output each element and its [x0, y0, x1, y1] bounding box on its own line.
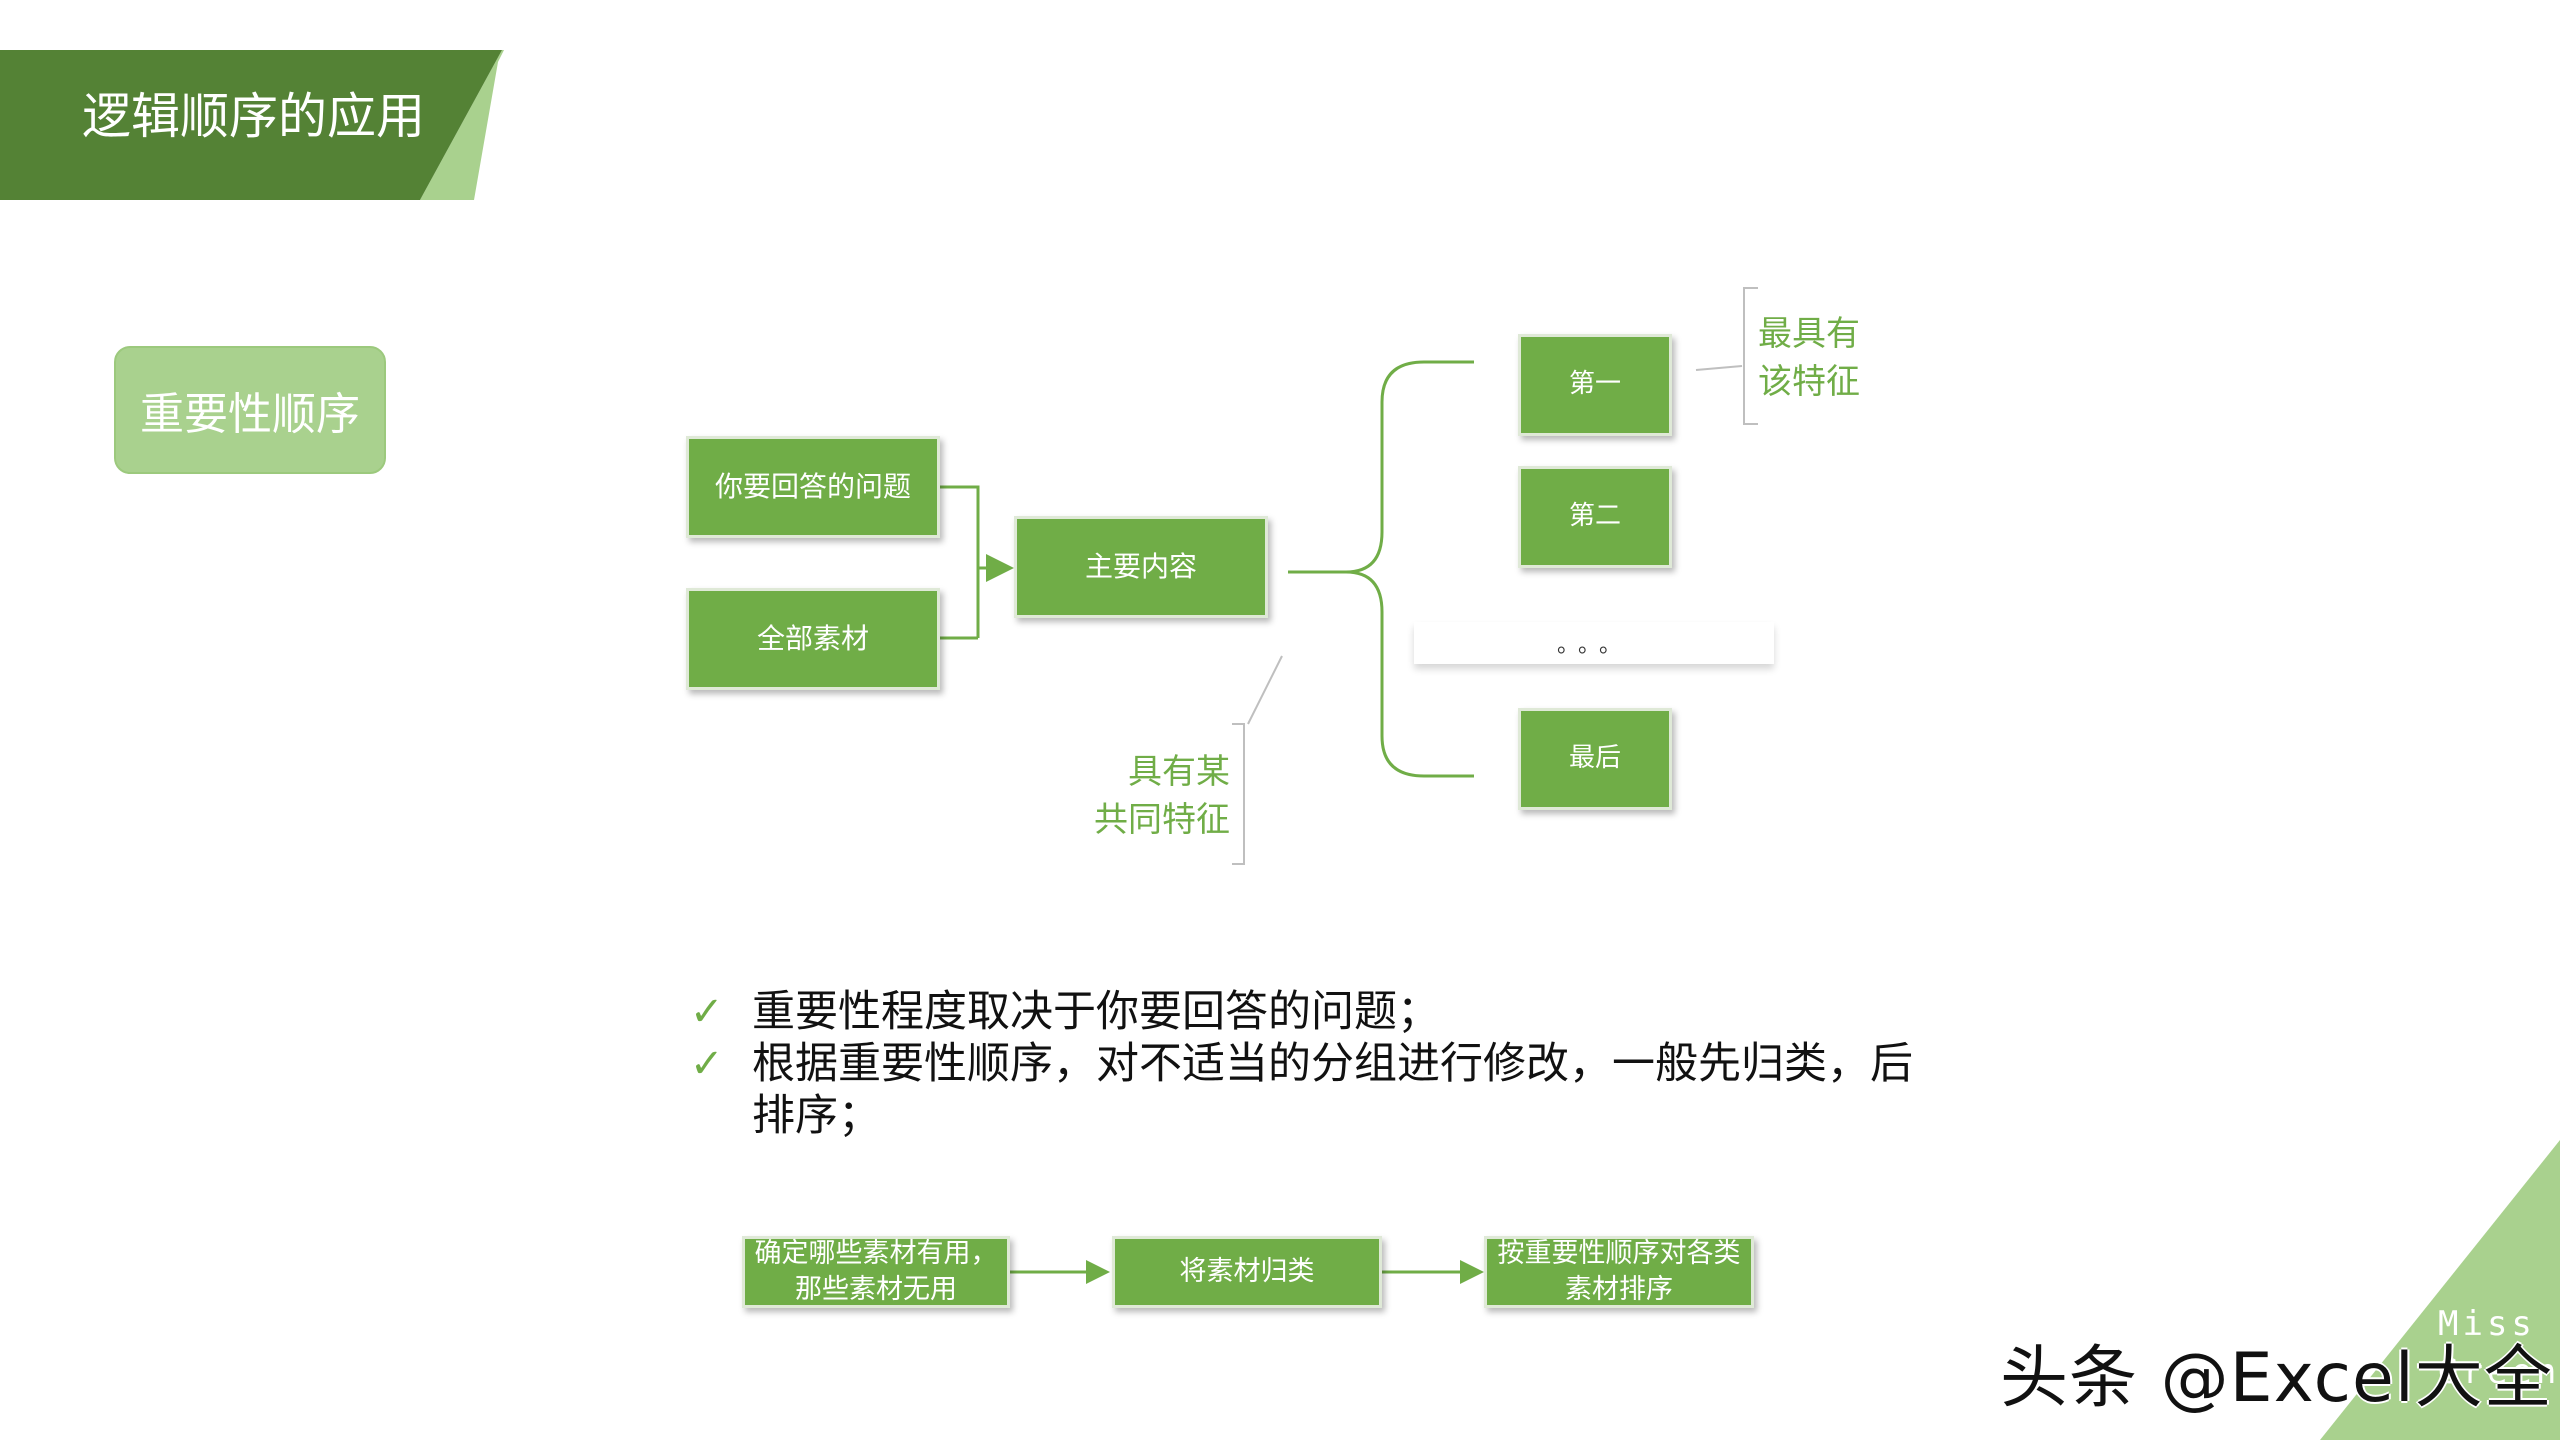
main-content-box: 主要内容	[1014, 516, 1268, 618]
input-box-question-label: 你要回答的问题	[714, 470, 911, 504]
branch-box-last: 最后	[1518, 708, 1672, 810]
flow-step-3-label: 按重要性顺序对各类素材排序	[1497, 1238, 1741, 1305]
annotation-bottom-line-2: 共同特征	[1094, 800, 1230, 840]
banner-dark-band	[0, 50, 502, 200]
flow-step-3: 按重要性顺序对各类素材排序	[1484, 1236, 1754, 1308]
brace-connector	[1288, 360, 1474, 778]
page-title: 逻辑顺序的应用	[82, 88, 426, 145]
brand-line-1: Miss	[2438, 1304, 2536, 1344]
bullet-list: ✓ 重要性程度取决于你要回答的问题； ✓ 根据重要性顺序，对不适当的分组进行修改…	[690, 986, 1930, 1142]
arrow-head-main	[986, 554, 1014, 582]
input-box-question: 你要回答的问题	[686, 436, 940, 538]
branch-first-label: 第一	[1568, 369, 1621, 400]
input-box-materials-label: 全部素材	[756, 622, 869, 656]
bullet-text: 根据重要性顺序，对不适当的分组进行修改，一般先归类，后排序；	[752, 1039, 1913, 1141]
bullet-item: ✓ 重要性程度取决于你要回答的问题；	[690, 986, 1930, 1038]
flow-step-2: 将素材归类	[1112, 1236, 1382, 1308]
input-box-materials: 全部素材	[686, 588, 940, 690]
annotation-top-line-2: 该特征	[1758, 362, 1860, 402]
banner-light-stripe	[420, 50, 504, 200]
flow-step-1: 确定哪些素材有用，那些素材无用	[742, 1236, 1010, 1308]
branch-second-label: 第二	[1568, 501, 1621, 532]
brand-text: Miss Green	[2438, 1300, 2560, 1396]
brand-line-2: Green	[2438, 1352, 2560, 1392]
bullet-item: ✓ 根据重要性顺序，对不适当的分组进行修改，一般先归类，后排序；	[690, 1038, 1930, 1142]
anno-bottom-leader	[1247, 655, 1283, 725]
check-icon: ✓	[690, 989, 724, 1035]
annotation-top: 最具有 该特征	[1758, 310, 1860, 406]
ellipsis-bar: 。。。	[1414, 622, 1774, 664]
main-content-label: 主要内容	[1084, 550, 1197, 584]
flow-arrow-head-1	[1086, 1260, 1110, 1284]
watermark: 头条 @Excel大全	[2000, 1339, 2553, 1418]
anno-bottom-bracket	[1232, 723, 1245, 865]
bullet-text: 重要性程度取决于你要回答的问题；	[752, 987, 1440, 1037]
branch-box-second: 第二	[1518, 466, 1672, 568]
branch-last-label: 最后	[1568, 743, 1621, 774]
flow-step-1-label: 确定哪些素材有用，那些素材无用	[754, 1238, 998, 1305]
anno-top-leader	[1695, 365, 1743, 371]
side-tag: 重要性顺序	[114, 346, 386, 474]
annotation-bottom-line-1: 具有某	[1128, 752, 1230, 792]
check-icon: ✓	[690, 1041, 724, 1087]
annotation-top-line-1: 最具有	[1758, 314, 1860, 354]
flow-arrow-head-2	[1460, 1260, 1484, 1284]
flow-step-2-label: 将素材归类	[1179, 1256, 1315, 1288]
connector-input-1	[940, 485, 980, 638]
anno-top-bracket	[1743, 287, 1758, 425]
annotation-bottom: 具有某 共同特征	[1070, 748, 1230, 844]
branch-box-first: 第一	[1518, 334, 1672, 436]
corner-triangle	[2320, 1140, 2560, 1440]
